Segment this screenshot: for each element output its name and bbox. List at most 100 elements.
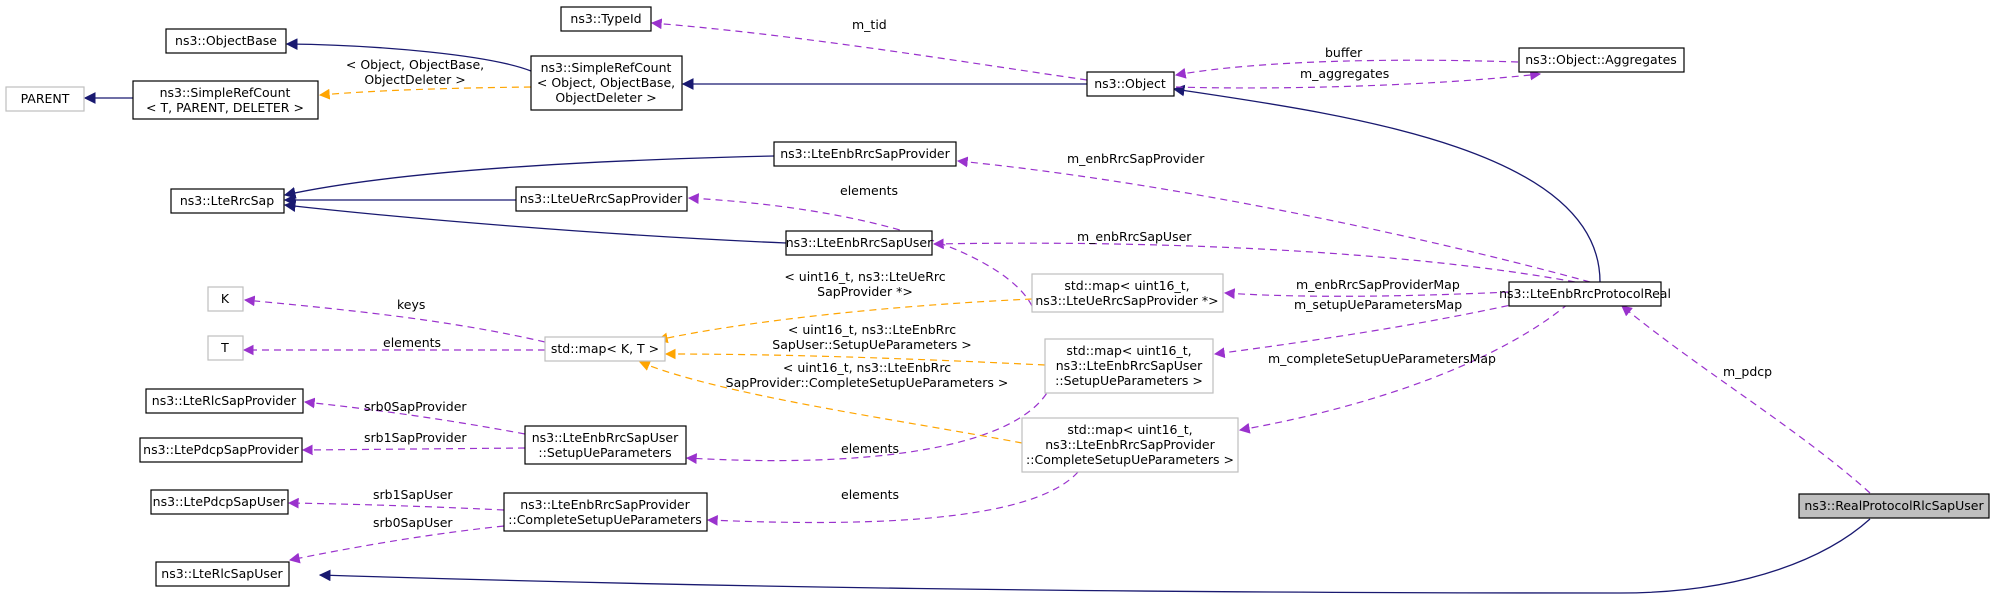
node-std-map-kt[interactable]: std::map< K, T > bbox=[544, 336, 666, 362]
edge-map-setup-elements bbox=[685, 382, 1053, 464]
svg-text:ns3::LteUeRrcSapProvider: ns3::LteUeRrcSapProvider bbox=[520, 191, 683, 206]
edge-protocol-complete-map bbox=[1238, 303, 1569, 434]
svg-text:ns3::LtePdcpSapProvider: ns3::LtePdcpSapProvider bbox=[143, 442, 300, 457]
edge-complete-srb0 bbox=[288, 525, 505, 564]
svg-text:< T, PARENT, DELETER >: < T, PARENT, DELETER > bbox=[146, 100, 304, 115]
edge-enbprovider-to-rrcsap bbox=[283, 155, 775, 199]
node-lte-enb-rrc-protocol-real[interactable]: ns3::LteEnbRrcProtocolReal bbox=[1499, 281, 1671, 307]
edge-complete-srb1 bbox=[287, 497, 505, 511]
edge-label-srb1-sap-user: srb1SapUser bbox=[373, 487, 453, 502]
svg-text:::CompleteSetupUeParameters >: ::CompleteSetupUeParameters > bbox=[1026, 452, 1234, 467]
edge-label-m-enb-rrc-sap-provider: m_enbRrcSapProvider bbox=[1067, 151, 1205, 166]
svg-text:ns3::Object: ns3::Object bbox=[1094, 76, 1166, 91]
edge-realrlc-to-rlcsapuser bbox=[318, 518, 1871, 594]
node-t[interactable]: T bbox=[207, 335, 244, 361]
node-simple-ref-count-tpd[interactable]: ns3::SimpleRefCount < T, PARENT, DELETER… bbox=[132, 80, 319, 120]
edge-label-srb1-sap-provider: srb1SapProvider bbox=[364, 430, 467, 445]
edge-label-elements-setup: elements bbox=[841, 441, 899, 456]
svg-text:std::map< K, T >: std::map< K, T > bbox=[551, 341, 659, 356]
edge-protocol-to-object bbox=[1172, 84, 1601, 283]
node-parent[interactable]: PARENT bbox=[5, 86, 85, 112]
edge-aggregates-object-buffer bbox=[1174, 59, 1519, 79]
node-object-base[interactable]: ns3::ObjectBase bbox=[165, 28, 287, 54]
node-lte-enb-rrc-sap-provider[interactable]: ns3::LteEnbRrcSapProvider bbox=[773, 141, 957, 167]
node-map-complete-setup-ue-params[interactable]: std::map< uint16_t, ns3::LteEnbRrcSapPro… bbox=[1021, 417, 1239, 473]
edge-label-m-complete-setup-ue-parameters-map: m_completeSetupUeParametersMap bbox=[1268, 351, 1496, 366]
edge-map-complete-elements bbox=[706, 471, 1079, 526]
svg-text:ns3::LtePdcpSapUser: ns3::LtePdcpSapUser bbox=[153, 494, 287, 509]
node-lte-pdcp-sap-provider[interactable]: ns3::LtePdcpSapProvider bbox=[139, 437, 303, 463]
edge-label-buffer: buffer bbox=[1325, 45, 1363, 60]
svg-text:::CompleteSetupUeParameters: ::CompleteSetupUeParameters bbox=[508, 512, 701, 527]
node-lte-enb-rrc-sap-user[interactable]: ns3::LteEnbRrcSapUser bbox=[785, 230, 933, 256]
node-setup-ue-parameters[interactable]: ns3::LteEnbRrcSapUser ::SetupUeParameter… bbox=[524, 425, 687, 465]
svg-text:ns3::LteEnbRrcSapUser: ns3::LteEnbRrcSapUser bbox=[1056, 358, 1203, 373]
node-object-aggregates[interactable]: ns3::Object::Aggregates bbox=[1518, 47, 1685, 73]
svg-text:ObjectDeleter >: ObjectDeleter > bbox=[555, 90, 656, 105]
edge-k-keys bbox=[243, 295, 546, 343]
svg-text:ns3::RealProtocolRlcSapUser: ns3::RealProtocolRlcSapUser bbox=[1804, 498, 1984, 513]
svg-text:ns3::TypeId: ns3::TypeId bbox=[570, 11, 641, 26]
edge-protocol-enbprovider bbox=[956, 156, 1591, 283]
node-type-id[interactable]: ns3::TypeId bbox=[560, 6, 652, 32]
edge-label-m-setup-ue-parameters-map: m_setupUeParametersMap bbox=[1294, 297, 1462, 312]
svg-text:K: K bbox=[221, 291, 230, 306]
edge-label-m-tid: m_tid bbox=[852, 17, 887, 32]
node-k[interactable]: K bbox=[207, 286, 244, 312]
svg-text:ns3::LteRrcSap: ns3::LteRrcSap bbox=[180, 193, 274, 208]
edge-label-m-aggregates: m_aggregates bbox=[1300, 66, 1389, 81]
edge-label-keys: keys bbox=[397, 297, 425, 312]
svg-text:ns3::LteEnbRrcSapUser: ns3::LteEnbRrcSapUser bbox=[532, 430, 679, 445]
edge-object-typeid bbox=[650, 18, 1088, 81]
svg-text:ns3::LteEnbRrcSapProvider: ns3::LteEnbRrcSapProvider bbox=[780, 146, 950, 161]
svg-text:T: T bbox=[220, 340, 229, 355]
edge-label-elements-complete: elements bbox=[841, 487, 899, 502]
node-lte-rlc-sap-provider[interactable]: ns3::LteRlcSapProvider bbox=[145, 388, 304, 414]
edge-label-ue-rrc-template: < uint16_t, ns3::LteUeRrc bbox=[784, 269, 945, 284]
edge-srco-to-objectbase bbox=[285, 38, 532, 72]
node-complete-setup-ue-parameters[interactable]: ns3::LteEnbRrcSapProvider ::CompleteSetu… bbox=[503, 492, 708, 532]
edge-label-object-deleter-2: ObjectDeleter > bbox=[364, 72, 465, 87]
edge-label-setup-template: < uint16_t, ns3::LteEnbRrc bbox=[788, 322, 956, 337]
svg-text:ns3::LteRlcSapProvider: ns3::LteRlcSapProvider bbox=[152, 393, 297, 408]
edge-protocol-enbuser bbox=[932, 238, 1576, 283]
svg-text:ns3::Object::Aggregates: ns3::Object::Aggregates bbox=[1525, 52, 1677, 67]
node-lte-rrc-sap[interactable]: ns3::LteRrcSap bbox=[170, 188, 285, 214]
svg-text:ns3::LteEnbRrcSapProvider: ns3::LteEnbRrcSapProvider bbox=[520, 497, 690, 512]
node-object[interactable]: ns3::Object bbox=[1086, 71, 1175, 97]
edge-label-m-pdcp: m_pdcp bbox=[1723, 364, 1772, 379]
node-map-ue-rrc-sap-provider[interactable]: std::map< uint16_t, ns3::LteUeRrcSapProv… bbox=[1031, 273, 1224, 313]
svg-text:ns3::LteEnbRrcSapProvider: ns3::LteEnbRrcSapProvider bbox=[1045, 437, 1215, 452]
edge-label-elements-t: elements bbox=[383, 335, 441, 350]
edge-label-elements-ue-provider: elements bbox=[840, 183, 898, 198]
edge-srco-from-srcp bbox=[318, 86, 532, 100]
svg-text:std::map< uint16_t,: std::map< uint16_t, bbox=[1067, 422, 1192, 437]
svg-text:ns3::ObjectBase: ns3::ObjectBase bbox=[175, 33, 277, 48]
svg-text:std::map< uint16_t,: std::map< uint16_t, bbox=[1066, 343, 1191, 358]
edge-label-complete-template: < uint16_t, ns3::LteEnbRrc bbox=[783, 360, 951, 375]
edge-setup-srb0 bbox=[303, 397, 526, 435]
edge-label-setup-template-2: SapUser::SetupUeParameters > bbox=[772, 337, 971, 352]
edge-label-srb0-sap-user: srb0SapUser bbox=[373, 515, 453, 530]
edge-enbuser-to-rrcsap bbox=[283, 200, 787, 244]
node-simple-ref-count-object[interactable]: ns3::SimpleRefCount < Object, ObjectBase… bbox=[530, 55, 683, 111]
edge-protocol-setup-map bbox=[1213, 302, 1521, 359]
svg-text:ns3::LteRlcSapUser: ns3::LteRlcSapUser bbox=[161, 566, 283, 581]
svg-text:ns3::SimpleRefCount: ns3::SimpleRefCount bbox=[160, 85, 291, 100]
edge-map-complete-template bbox=[639, 360, 1023, 444]
svg-text:ns3::LteEnbRrcProtocolReal: ns3::LteEnbRrcProtocolReal bbox=[1499, 286, 1671, 301]
svg-text:::SetupUeParameters: ::SetupUeParameters bbox=[538, 445, 671, 460]
edge-realrlc-pdcp bbox=[1621, 305, 1871, 494]
svg-text:ns3::LteEnbRrcSapUser: ns3::LteEnbRrcSapUser bbox=[786, 235, 933, 250]
svg-text:ns3::LteUeRrcSapProvider *>: ns3::LteUeRrcSapProvider *> bbox=[1035, 293, 1218, 308]
node-lte-pdcp-sap-user[interactable]: ns3::LtePdcpSapUser bbox=[150, 489, 289, 515]
svg-text:::SetupUeParameters >: ::SetupUeParameters > bbox=[1055, 373, 1203, 388]
edge-label-ue-rrc-template-2: SapProvider *> bbox=[817, 284, 913, 299]
node-real-protocol-rlc-sap-user[interactable]: ns3::RealProtocolRlcSapUser bbox=[1798, 493, 1990, 519]
edge-protocol-ueprovider-map bbox=[1223, 288, 1510, 300]
node-map-setup-ue-params[interactable]: std::map< uint16_t, ns3::LteEnbRrcSapUse… bbox=[1044, 338, 1214, 394]
node-lte-rlc-sap-user[interactable]: ns3::LteRlcSapUser bbox=[155, 561, 290, 587]
node-lte-ue-rrc-sap-provider[interactable]: ns3::LteUeRrcSapProvider bbox=[515, 186, 688, 212]
edge-label-complete-template-2: SapProvider::CompleteSetupUeParameters > bbox=[726, 375, 1009, 390]
